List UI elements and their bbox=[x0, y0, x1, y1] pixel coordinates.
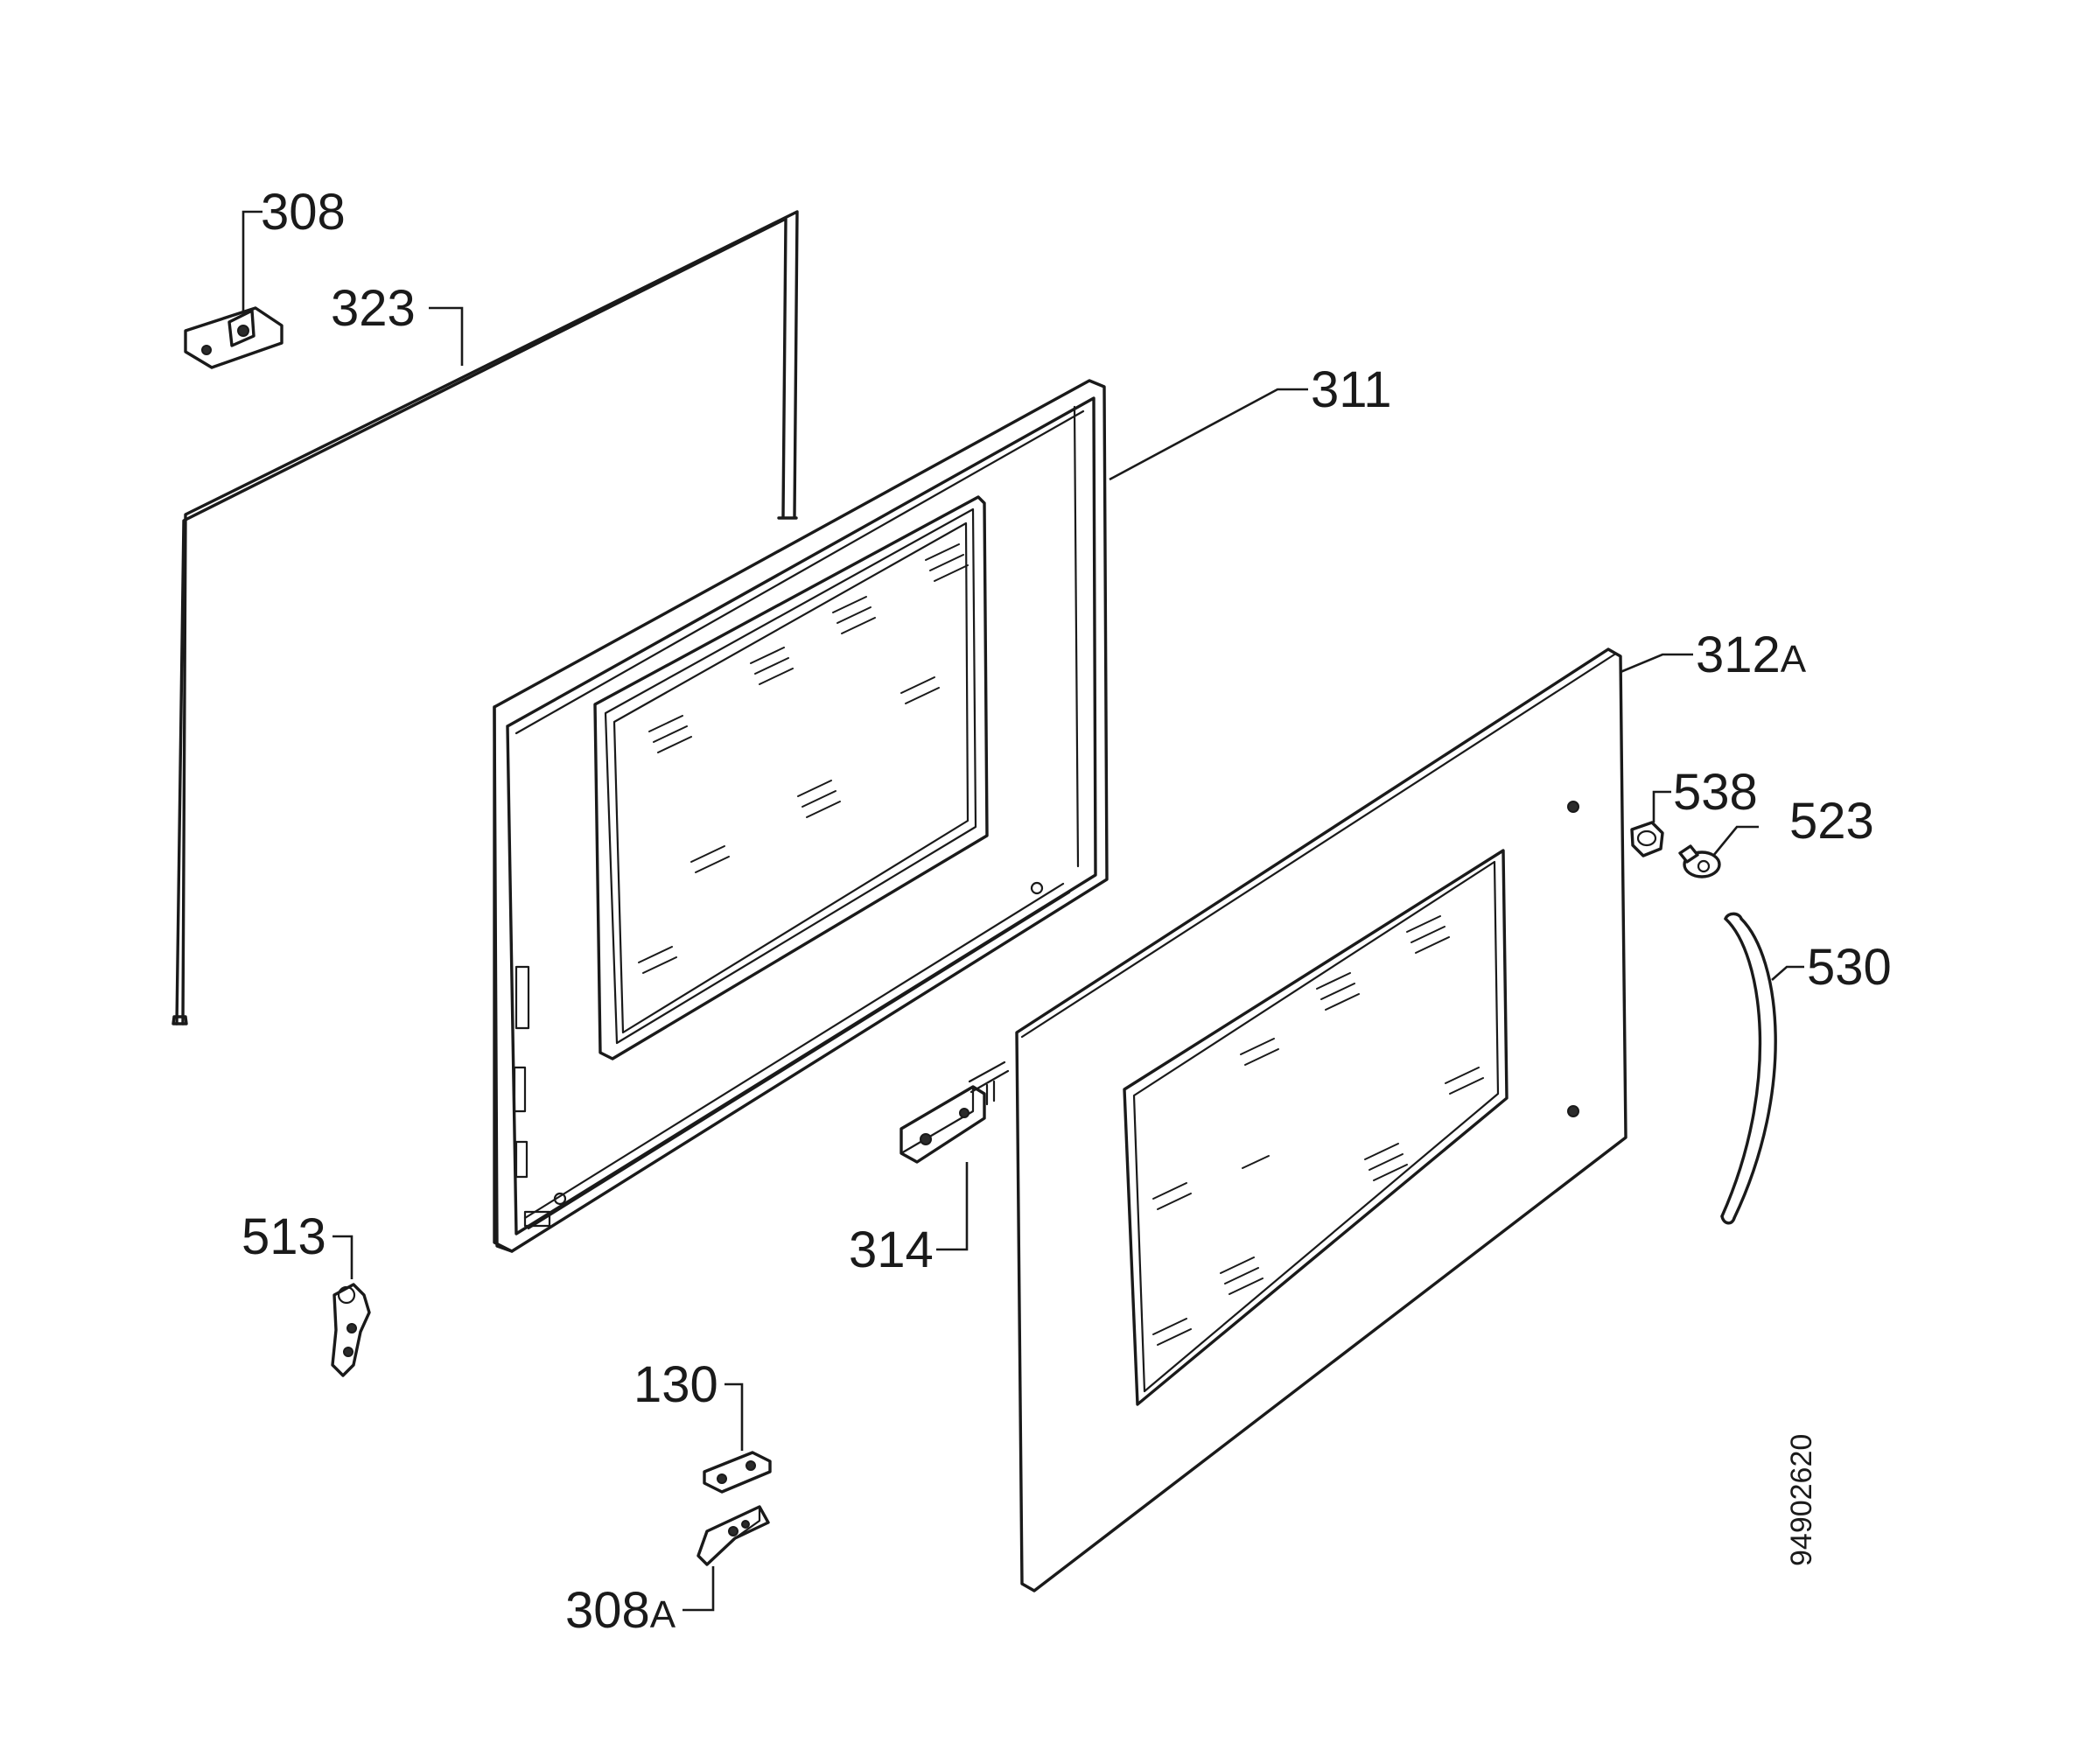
upper-hinge-bracket-308[interactable] bbox=[184, 306, 284, 369]
inner-door-frame-311[interactable] bbox=[493, 379, 1109, 1253]
callout-314: 314 bbox=[849, 1222, 934, 1278]
leader-lines bbox=[242, 210, 1804, 1612]
leader-538 bbox=[1652, 790, 1671, 822]
callout-538: 538 bbox=[1673, 764, 1758, 821]
callout-523: 523 bbox=[1789, 793, 1874, 850]
hinge-catch-513[interactable] bbox=[331, 1283, 371, 1377]
inner-glass-reflections bbox=[638, 543, 969, 974]
screw-523[interactable] bbox=[1678, 844, 1721, 878]
callout-130: 130 bbox=[634, 1356, 718, 1413]
leader-314 bbox=[936, 1162, 969, 1251]
leader-530 bbox=[1771, 965, 1804, 981]
callout-308: 308 bbox=[261, 184, 346, 241]
nut-538[interactable] bbox=[1630, 821, 1664, 858]
outer-glass-reflections bbox=[1152, 915, 1484, 1346]
reference-code: 94902620 bbox=[1785, 1434, 1818, 1566]
callout-530: 530 bbox=[1807, 939, 1892, 996]
lower-door-hinge-314[interactable] bbox=[900, 1060, 1010, 1164]
leader-308 bbox=[242, 210, 262, 312]
leader-513 bbox=[332, 1235, 354, 1279]
small-plate-130[interactable] bbox=[703, 1451, 772, 1494]
leader-308A bbox=[682, 1566, 715, 1612]
callout-513: 513 bbox=[242, 1208, 326, 1265]
leader-323 bbox=[429, 306, 464, 366]
callout-311: 311 bbox=[1311, 361, 1391, 418]
callout-312A: 312A bbox=[1696, 626, 1807, 683]
door-seal-gasket-323[interactable] bbox=[172, 210, 799, 1026]
leader-130 bbox=[724, 1382, 744, 1451]
callout-323: 323 bbox=[331, 280, 416, 337]
leader-311 bbox=[1109, 388, 1308, 481]
lower-hinge-bracket-308A[interactable] bbox=[696, 1505, 770, 1566]
callout-labels: 308 323 311 312A 538 523 530 513 314 130… bbox=[242, 184, 1892, 1639]
door-handle-530[interactable] bbox=[1720, 912, 1777, 1225]
leader-523 bbox=[1712, 825, 1759, 857]
outer-door-glass-312A[interactable] bbox=[1015, 648, 1628, 1592]
leader-312A bbox=[1620, 653, 1693, 674]
callout-308A: 308A bbox=[565, 1582, 676, 1639]
